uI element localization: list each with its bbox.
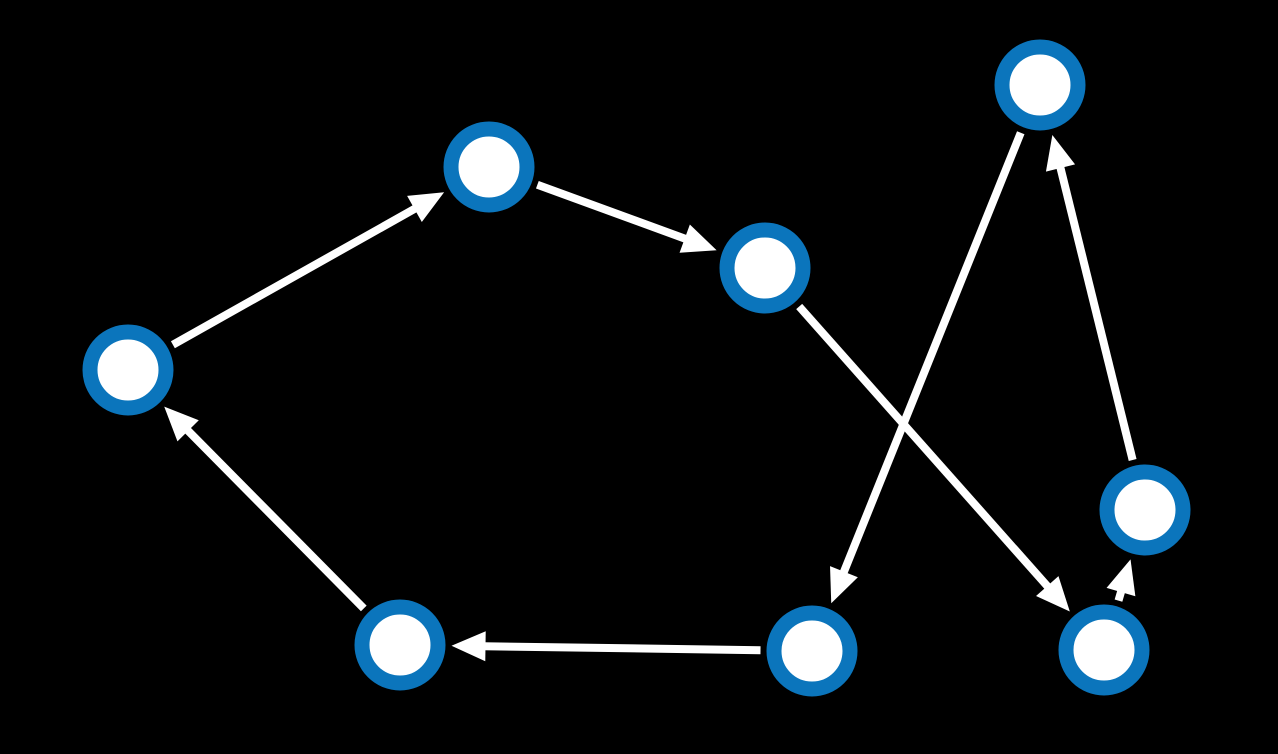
edge-bottom-mid-to-bottom-left-arrowhead-icon: [451, 631, 486, 662]
edge-left-to-top-left-line: [170, 200, 426, 349]
node-left[interactable]: [82, 324, 174, 416]
edge-right-mid-to-top-right[interactable]: [1045, 134, 1137, 461]
edge-bottom-right-to-right-mid[interactable]: [1106, 559, 1136, 602]
edge-top-left-to-mid-upper[interactable]: [535, 180, 717, 253]
edge-top-left-to-mid-upper-line: [535, 180, 696, 246]
edge-top-right-to-bottom-mid[interactable]: [830, 131, 1025, 604]
node-top-left[interactable]: [443, 121, 535, 213]
edge-top-right-to-bottom-mid-arrowhead-icon: [830, 566, 858, 604]
node-right-mid[interactable]: [1099, 464, 1191, 556]
node-layer: [82, 39, 1191, 697]
edge-layer: [164, 131, 1137, 662]
edge-left-to-top-left-arrowhead-icon: [407, 192, 445, 222]
edge-bottom-right-to-right-mid-arrowhead-icon: [1106, 559, 1136, 597]
node-bottom-mid[interactable]: [766, 605, 858, 697]
edge-top-right-to-bottom-mid-line: [836, 131, 1025, 583]
node-mid-upper[interactable]: [719, 222, 811, 314]
edge-left-to-top-left[interactable]: [170, 192, 445, 349]
node-bottom-left[interactable]: [354, 599, 446, 691]
edge-bottom-mid-to-bottom-left[interactable]: [451, 631, 761, 662]
node-top-right[interactable]: [994, 39, 1086, 131]
edge-mid-upper-to-bottom-right[interactable]: [796, 303, 1070, 612]
edge-right-mid-to-top-right-arrowhead-icon: [1045, 134, 1076, 172]
edge-top-left-to-mid-upper-arrowhead-icon: [679, 224, 717, 253]
edge-bottom-left-to-left-line: [178, 420, 367, 612]
node-bottom-right[interactable]: [1058, 604, 1150, 696]
edge-mid-upper-to-bottom-right-line: [796, 303, 1057, 597]
edge-right-mid-to-top-right-line: [1054, 157, 1137, 461]
edge-bottom-mid-to-bottom-left-line: [475, 642, 761, 655]
edge-bottom-left-to-left[interactable]: [164, 406, 367, 612]
edge-mid-upper-to-bottom-right-arrowhead-icon: [1036, 576, 1070, 612]
edge-bottom-left-to-left-arrowhead-icon: [164, 406, 199, 442]
